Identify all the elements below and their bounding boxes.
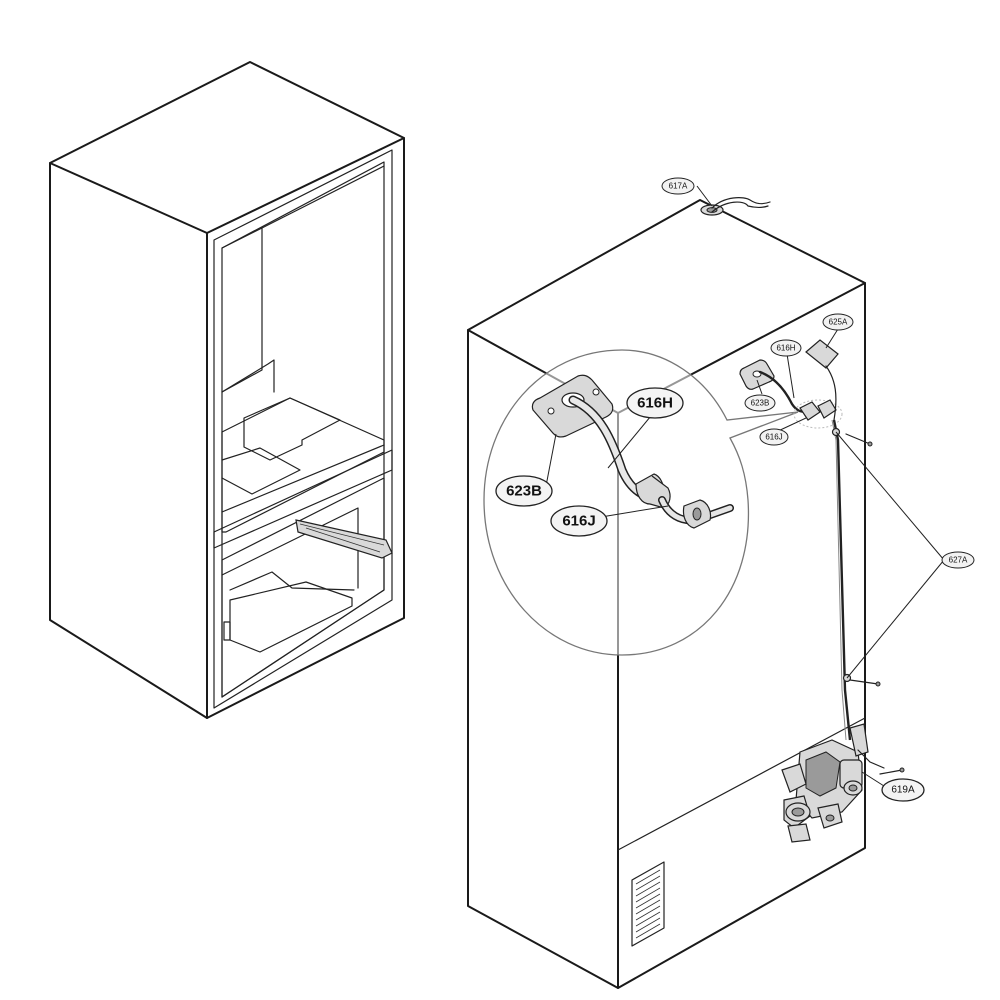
callout-619A: 619A bbox=[881, 778, 925, 802]
svg-text:616H: 616H bbox=[637, 395, 673, 412]
callout-616H-small: 616H bbox=[770, 339, 802, 357]
svg-text:619A: 619A bbox=[891, 785, 915, 796]
svg-text:625A: 625A bbox=[829, 318, 848, 327]
water-valve-619A bbox=[781, 723, 885, 843]
callout-623B-zoom: 623B bbox=[495, 475, 553, 507]
connector-616J-zoom bbox=[658, 496, 734, 529]
zoom-parts bbox=[531, 374, 734, 529]
svg-text:617A: 617A bbox=[669, 182, 688, 191]
callout-623B-small: 623B bbox=[744, 394, 776, 412]
callout-616H-zoom: 616H bbox=[626, 387, 684, 419]
refrigerator-cabinet-front bbox=[49, 61, 405, 719]
callout-617A: 617A bbox=[661, 177, 695, 195]
svg-text:616J: 616J bbox=[562, 513, 595, 530]
svg-text:616J: 616J bbox=[765, 433, 782, 442]
grommet-617A bbox=[700, 197, 771, 216]
vent-grille bbox=[631, 861, 665, 947]
tube-616H-zoom bbox=[568, 395, 671, 509]
callout-625A: 625A bbox=[822, 313, 854, 331]
svg-text:627A: 627A bbox=[949, 556, 968, 565]
callout-616J-zoom: 616J bbox=[550, 505, 608, 537]
rear-water-line-parts bbox=[739, 339, 905, 775]
svg-text:623B: 623B bbox=[751, 399, 770, 408]
callout-616J-small: 616J bbox=[759, 428, 789, 446]
callout-627A: 627A bbox=[941, 551, 975, 569]
svg-text:623B: 623B bbox=[506, 483, 542, 500]
svg-text:616H: 616H bbox=[776, 344, 795, 353]
